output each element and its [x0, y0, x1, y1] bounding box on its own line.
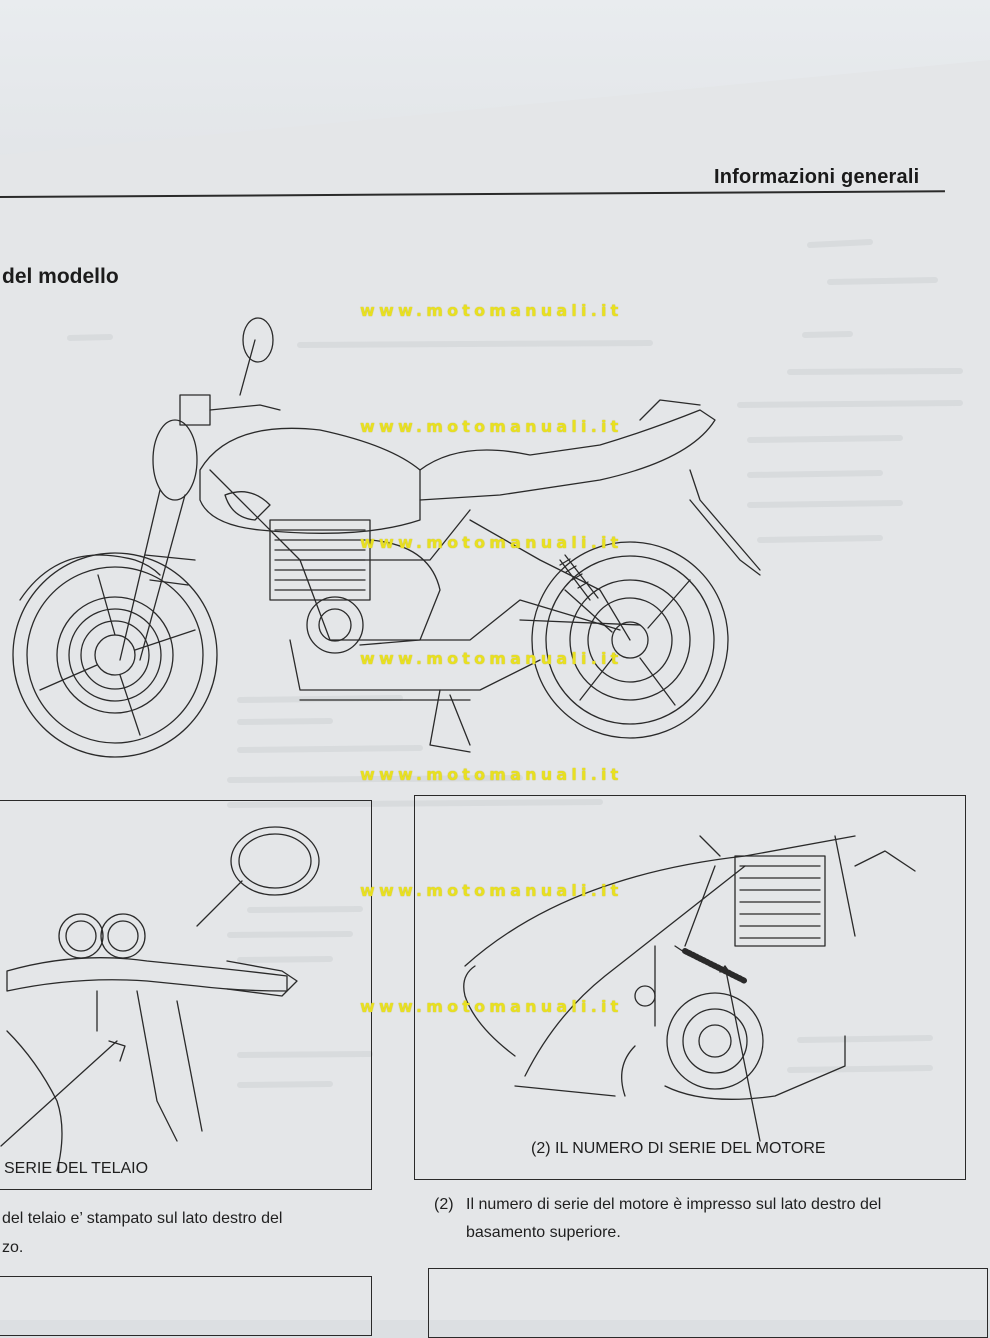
watermark-text: www.motomanuali.it: [360, 301, 623, 320]
engine-serial-text-line1: Il numero di serie del motore è impresso…: [466, 1196, 882, 1213]
page-header-title: Informazioni generali: [714, 166, 920, 188]
frame-serial-text-line1: del telaio e’ stampato sul lato destro d…: [2, 1210, 283, 1227]
watermark-text: www.motomanuali.it: [360, 881, 623, 900]
manual-page: [0, 60, 990, 1320]
watermark-text: www.motomanuali.it: [360, 533, 623, 552]
watermark-text: www.motomanuali.it: [360, 997, 623, 1016]
section-heading: del modello: [2, 265, 119, 288]
motorcycle-illustration: [12, 317, 761, 758]
watermark-text: www.motomanuali.it: [360, 649, 623, 668]
engine-serial-figure: [414, 795, 966, 1180]
next-figure-right: [428, 1268, 988, 1338]
engine-serial-caption: (2) IL NUMERO DI SERIE DEL MOTORE: [531, 1140, 826, 1157]
next-figure-left: [0, 1276, 372, 1336]
frame-serial-illustration: [0, 826, 320, 1172]
engine-serial-illustration: [463, 835, 916, 1142]
watermark-text: www.motomanuali.it: [360, 417, 623, 436]
engine-serial-item-number: (2): [434, 1196, 454, 1213]
engine-serial-text-line2: basamento superiore.: [466, 1224, 621, 1241]
frame-serial-text-line2: zo.: [2, 1239, 24, 1256]
watermark-text: www.motomanuali.it: [360, 765, 623, 784]
frame-serial-caption: SERIE DEL TELAIO: [4, 1160, 149, 1177]
frame-serial-figure: [0, 800, 372, 1190]
